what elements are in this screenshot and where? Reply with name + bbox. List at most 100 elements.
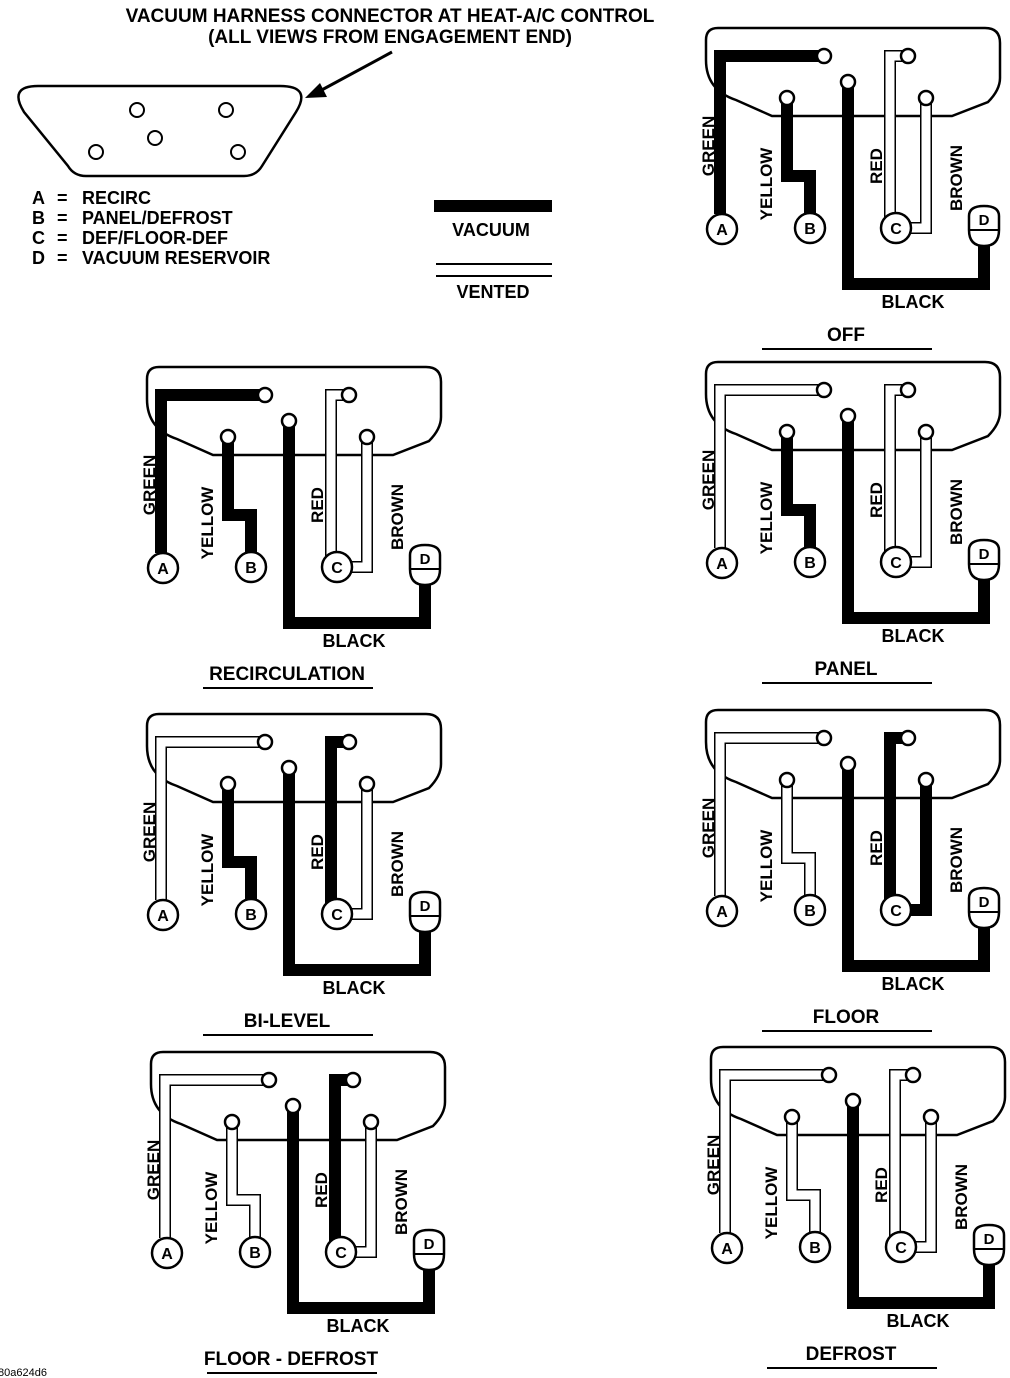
diagram-title-line1: VACUUM HARNESS CONNECTOR AT HEAT-A/C CON…: [126, 6, 655, 27]
svg-text:=: =: [57, 228, 68, 248]
yellow-wire: [781, 98, 816, 214]
port-b-letter: B: [249, 1245, 261, 1262]
housing-outline: [704, 708, 1002, 800]
port-nipple: [899, 381, 917, 399]
brown-wire: [906, 98, 932, 234]
black-wire: [283, 768, 431, 976]
wire-label-brown: BROWN: [388, 831, 407, 897]
port-nipple: [899, 729, 917, 747]
port-b-letter: B: [804, 903, 816, 920]
port-d-letter: D: [420, 898, 431, 915]
svg-text:A: A: [32, 188, 45, 208]
port-b-letter: B: [245, 907, 257, 924]
port-nipple: [778, 771, 796, 789]
port-a: A: [710, 1231, 744, 1265]
port-c-letter: C: [331, 560, 343, 577]
port-b: B: [793, 893, 827, 927]
vacuum-reservoir-d: D: [408, 890, 442, 934]
yellow-wire: [781, 432, 816, 548]
wire-label-black: BLACK: [882, 626, 945, 646]
port-c: C: [320, 550, 354, 584]
port-nipple: [815, 47, 833, 65]
wire-label-brown: BROWN: [392, 1169, 411, 1235]
yellow-wire: [786, 1117, 821, 1233]
wire-label-green: GREEN: [704, 1135, 723, 1195]
port-a: A: [146, 551, 180, 585]
red-wire: [889, 1069, 912, 1245]
mode-title: OFF: [827, 325, 865, 346]
vacuum-reservoir-d: D: [967, 538, 1001, 582]
port-nipple: [839, 407, 857, 425]
figure-id: 80a624d6: [0, 1367, 47, 1378]
mode-title: PANEL: [815, 659, 878, 680]
wire-label-green: GREEN: [140, 802, 159, 862]
port-d-letter: D: [984, 1231, 995, 1248]
port-b: B: [238, 1235, 272, 1269]
port-d-letter: D: [420, 551, 431, 568]
port-d-letter: D: [979, 546, 990, 563]
red-wire: [884, 384, 907, 560]
port-d-letter: D: [424, 1236, 435, 1253]
mode-title: BI-LEVEL: [244, 1011, 331, 1032]
black-wire: [842, 82, 990, 290]
connector-hole: [88, 144, 104, 160]
yellow-wire: [226, 1122, 261, 1238]
wire-label-red: RED: [308, 834, 327, 870]
connector-hole: [129, 102, 145, 118]
mode-title: FLOOR - DEFROST: [204, 1349, 379, 1370]
wire-label-red: RED: [312, 1172, 331, 1208]
brown-wire: [351, 1122, 377, 1258]
port-a-letter: A: [716, 904, 728, 921]
housing-outline: [145, 365, 443, 457]
port-b: B: [234, 897, 268, 931]
port-nipple: [358, 428, 376, 446]
port-key-row-b: B = PANEL/DEFROST: [32, 208, 233, 228]
port-a-letter: A: [716, 222, 728, 239]
port-c: C: [884, 1230, 918, 1264]
wire-label-green: GREEN: [144, 1140, 163, 1200]
port-nipple: [362, 1113, 380, 1131]
port-a-letter: A: [161, 1246, 173, 1263]
wire-label-black: BLACK: [327, 1316, 390, 1336]
port-c: C: [320, 897, 354, 931]
green-wire: [714, 732, 822, 896]
port-nipple: [260, 1071, 278, 1089]
port-nipple: [340, 386, 358, 404]
wire-label-red: RED: [867, 482, 886, 518]
port-nipple: [922, 1108, 940, 1126]
port-nipple: [340, 733, 358, 751]
port-a: A: [705, 212, 739, 246]
port-nipple: [280, 412, 298, 430]
wire-label-yellow: YELLOW: [198, 486, 217, 560]
brown-wire: [911, 1117, 937, 1253]
port-nipple: [820, 1066, 838, 1084]
svg-text:B: B: [32, 208, 45, 228]
red-wire: [329, 1074, 352, 1250]
svg-text:C: C: [32, 228, 45, 248]
port-nipple: [839, 755, 857, 773]
wire-label-black: BLACK: [882, 974, 945, 994]
svg-text:VACUUM RESERVOIR: VACUUM RESERVOIR: [82, 248, 270, 268]
wire-label-red: RED: [872, 1167, 891, 1203]
port-nipple: [219, 428, 237, 446]
port-c-letter: C: [890, 903, 902, 920]
wire-label-brown: BROWN: [952, 1164, 971, 1230]
port-nipple: [358, 775, 376, 793]
connector-hole: [230, 144, 246, 160]
port-a-letter: A: [157, 908, 169, 925]
port-b: B: [234, 550, 268, 584]
port-nipple: [917, 423, 935, 441]
port-b: B: [798, 1230, 832, 1264]
wire-label-black: BLACK: [887, 1311, 950, 1331]
wire-label-black: BLACK: [323, 978, 386, 998]
port-nipple: [219, 775, 237, 793]
port-d-letter: D: [979, 212, 990, 229]
wire-label-yellow: YELLOW: [762, 1166, 781, 1240]
port-c-letter: C: [331, 907, 343, 924]
port-b-letter: B: [804, 221, 816, 238]
